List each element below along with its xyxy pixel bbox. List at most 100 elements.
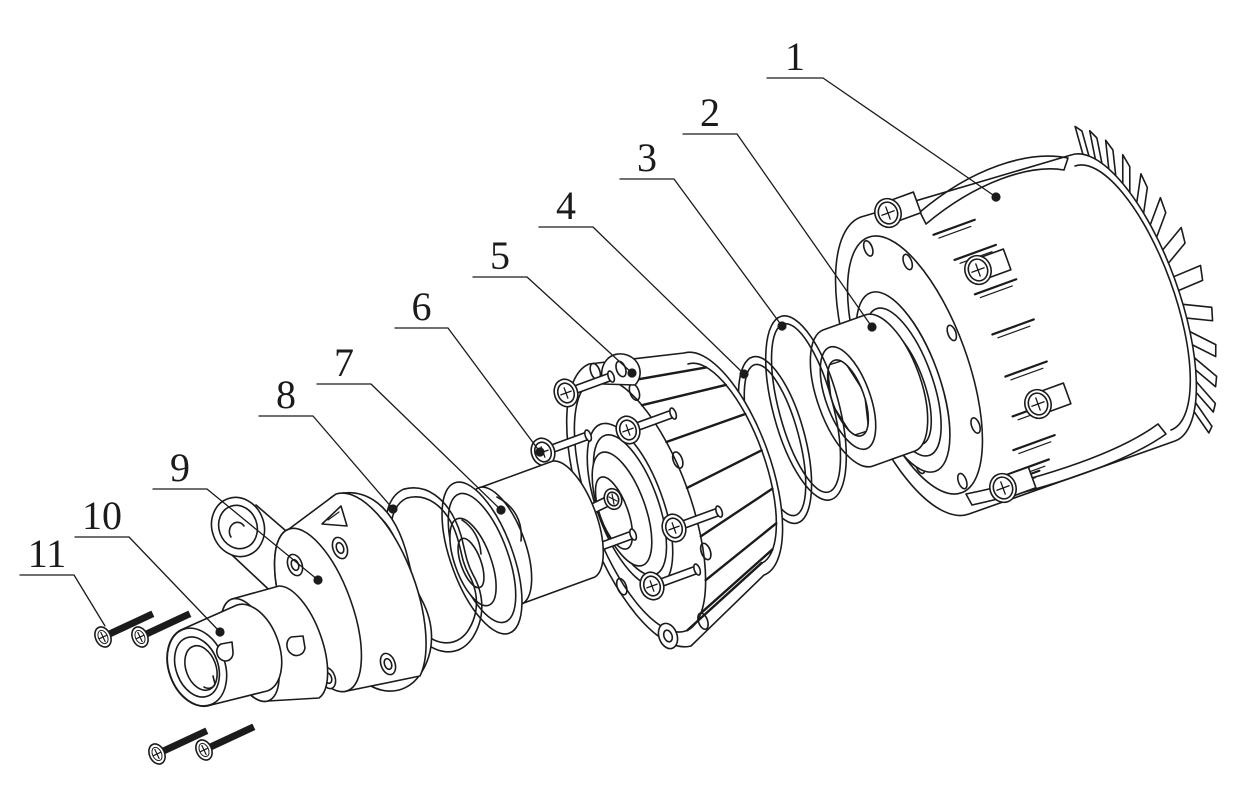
volute-bolt-hole — [699, 542, 712, 561]
callout-4: 4 — [538, 183, 749, 379]
callout-dot — [739, 369, 749, 379]
callout-5: 5 — [472, 233, 637, 378]
motor-fin — [1182, 303, 1214, 322]
motor-slot-edge — [979, 285, 1013, 299]
motor-flange-hole — [956, 472, 968, 490]
volute-bottom-ear — [657, 622, 679, 650]
pipe-surface-notch — [215, 641, 234, 662]
callout-dot — [496, 505, 506, 515]
sleeve-spline — [864, 398, 869, 425]
motor-flange-hole — [970, 417, 982, 434]
screw-shaft — [107, 610, 155, 638]
motor-fin — [1088, 129, 1103, 165]
motor-flange-hole — [862, 239, 874, 257]
philips-cross-icon — [152, 748, 162, 760]
splined-rotor-sleeve — [809, 313, 929, 468]
motor-slot — [932, 218, 976, 236]
callout-leader-line — [394, 327, 541, 453]
volute-fin — [699, 487, 774, 538]
callout-leader-line — [316, 383, 502, 511]
screw-tip — [715, 505, 724, 518]
volute-fins — [616, 366, 778, 632]
screw-tip — [607, 370, 616, 383]
impeller-blade-3 — [461, 519, 482, 555]
volute-fin — [699, 548, 774, 615]
motor-fin — [1121, 153, 1131, 194]
callout-leader-line — [538, 226, 745, 375]
philips-cross-icon — [135, 631, 145, 643]
philips-cross-icon — [971, 263, 985, 277]
housing-gusset-rib — [327, 511, 340, 521]
motor-slot — [953, 243, 998, 262]
volute-fin — [665, 412, 747, 444]
callout-dot — [535, 447, 545, 457]
motor-fin — [1172, 264, 1204, 292]
housing-boss-4 — [379, 652, 397, 676]
long-mounting-screw — [195, 723, 256, 761]
housing-boss-2 — [286, 553, 304, 577]
motor-fin — [1149, 196, 1167, 238]
philips-cross-icon — [1031, 397, 1045, 411]
callout-number: 6 — [412, 284, 432, 329]
motor-slot-edge — [938, 225, 972, 239]
housing-notch — [286, 635, 306, 657]
impeller-shaft-screw-head — [606, 491, 620, 507]
philips-cross-icon — [996, 481, 1010, 495]
motor-slot — [973, 278, 1018, 296]
long-mounting-screws — [94, 610, 256, 765]
callout-8: 8 — [258, 372, 398, 514]
motor-fin — [1193, 401, 1213, 434]
impeller-rotor — [441, 460, 623, 635]
housing-screw — [530, 429, 593, 467]
screw-tip — [584, 429, 593, 442]
motor-slot — [991, 318, 1035, 336]
motor-fin — [1104, 139, 1117, 177]
callout-leader-line — [619, 178, 783, 327]
housing-screw — [553, 370, 616, 408]
outlet-port — [166, 603, 283, 708]
callout-leader-line — [19, 574, 106, 627]
callout-number: 9 — [170, 445, 190, 490]
philips-cross-icon — [881, 206, 895, 220]
philips-cross-icon — [560, 387, 572, 399]
motor-cooling-fins — [1074, 125, 1218, 434]
motor-bottom-strap — [965, 423, 1167, 506]
callout-number: 2 — [700, 90, 720, 135]
motor-fin — [1189, 330, 1217, 358]
callout-10: 10 — [74, 493, 225, 637]
impeller-blade-1 — [496, 496, 523, 542]
motor-fin — [1074, 125, 1090, 157]
sleeve-spline — [854, 430, 867, 436]
motor-slot — [1004, 360, 1048, 378]
long-mounting-screw — [94, 610, 155, 648]
pipe-inner-tab — [203, 675, 216, 690]
volute-bottom-ear-hole — [662, 629, 674, 643]
callout-2: 2 — [682, 90, 877, 332]
volute-bolt-hole — [615, 577, 628, 596]
philips-cross-icon — [622, 424, 634, 436]
callout-number: 4 — [556, 183, 576, 228]
housing-stub-detail — [228, 521, 245, 538]
motor-slot-edge — [997, 325, 1031, 339]
long-mounting-screw — [131, 610, 192, 648]
callout-number: 10 — [82, 493, 122, 538]
motor-flange-hole — [902, 253, 914, 271]
housing-screw — [615, 407, 678, 445]
callout-number: 5 — [490, 233, 510, 278]
callout-dot — [777, 321, 787, 331]
screw-tip — [693, 563, 702, 576]
callout-leader-line — [766, 77, 997, 198]
screw-shaft — [208, 723, 256, 751]
callout-leader-line — [258, 415, 394, 510]
callout-leader-line — [682, 133, 873, 328]
housing-boss-4-hole — [383, 657, 393, 671]
motor-top-strap — [919, 155, 1069, 225]
callout-6: 6 — [394, 284, 545, 457]
callout-7: 7 — [316, 340, 506, 515]
callout-leader-line — [152, 488, 319, 581]
sleeve-spline — [829, 360, 842, 366]
philips-cross-icon — [98, 631, 108, 643]
callout-1: 1 — [766, 34, 1001, 202]
